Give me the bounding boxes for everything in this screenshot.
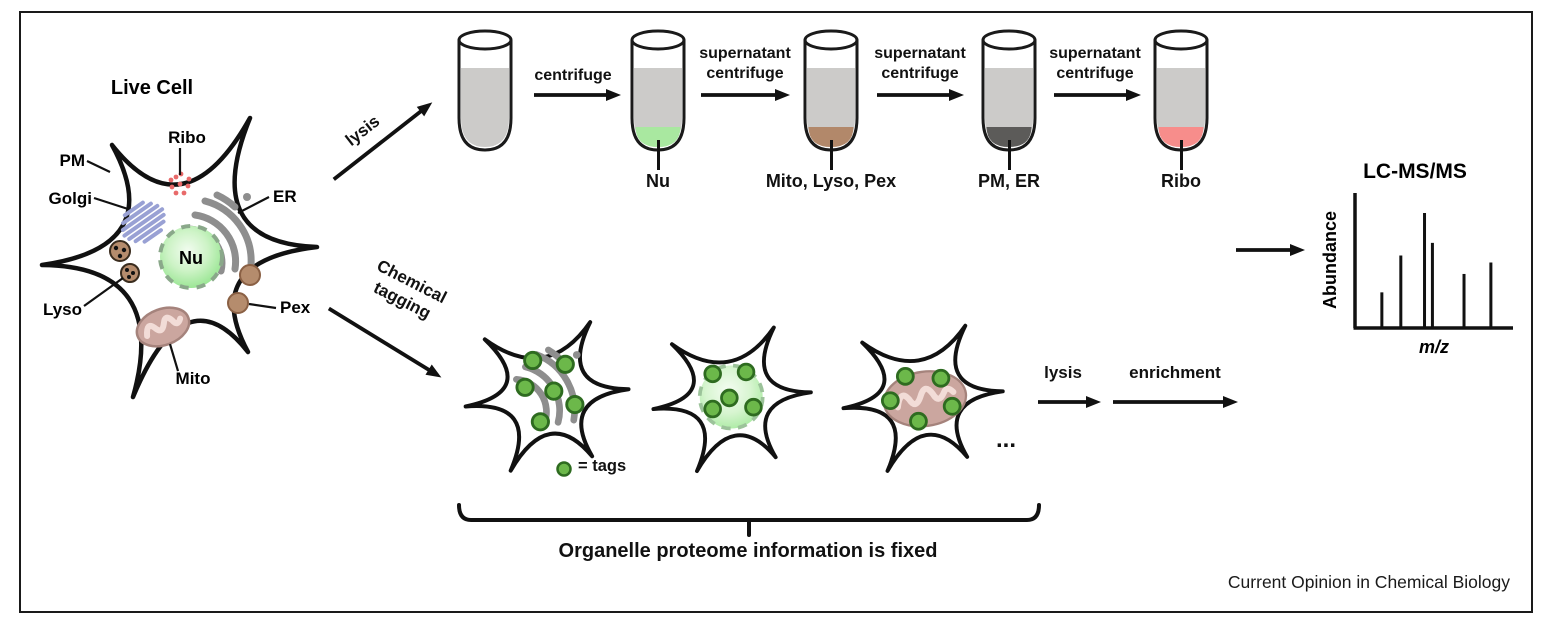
pellet-pointer-line — [830, 140, 833, 170]
tube-pellet — [1158, 127, 1204, 147]
centrifuge-arrow — [533, 88, 621, 102]
supernatant-centrifuge-label: supernatant centrifuge — [699, 45, 791, 82]
mito-organelle — [135, 306, 191, 348]
supernatant-centrifuge-label: supernatant centrifuge — [874, 45, 966, 82]
brace-caption: Organelle proteome information is fixed — [558, 540, 938, 562]
spectrum-peaks — [1380, 213, 1493, 327]
enrichment-arrow — [1112, 395, 1238, 409]
ribo-organelle — [168, 171, 192, 196]
tagged-cell-nu — [651, 325, 813, 474]
pex-organelles — [227, 264, 261, 314]
pellet-pointer-line — [1008, 140, 1011, 170]
lysis-arrow-bottom — [1037, 395, 1101, 409]
tag-legend-icon — [556, 461, 572, 477]
tube-pellet — [808, 127, 854, 147]
tube-label-mito-lyso-pex: Mito, Lyso, Pex — [765, 171, 897, 191]
to-ms-arrow — [1235, 243, 1305, 257]
supernatant-centrifuge-arrow — [876, 88, 964, 102]
journal-attribution: Current Opinion in Chemical Biology — [1227, 572, 1510, 592]
enrichment-step-label: enrichment — [1129, 363, 1221, 382]
ms-spectrum-chart: LC-MS/MS Abundance m/z — [1320, 160, 1513, 357]
label-lyso: Lyso — [43, 300, 82, 319]
label-mito: Mito — [176, 369, 211, 388]
chemical-tagging-arrow — [324, 302, 445, 383]
grouping-brace — [457, 503, 1041, 537]
supernatant-centrifuge-arrow — [700, 88, 790, 102]
figure-border — [19, 11, 1533, 613]
tags — [880, 366, 962, 431]
more-cells-ellipsis: ... — [996, 426, 1017, 453]
lyso-organelles — [109, 240, 140, 283]
tags — [703, 362, 763, 419]
supernatant-centrifuge-label: supernatant centrifuge — [1049, 45, 1141, 82]
tube-label-pm-er: PM, ER — [977, 171, 1040, 191]
tube-label-nu: Nu — [646, 171, 670, 191]
label-pm: PM — [60, 151, 86, 170]
label-golgi: Golgi — [49, 189, 92, 208]
tags — [515, 350, 585, 432]
test-tube-nu — [630, 29, 686, 152]
pellet-pointer-line — [657, 140, 660, 170]
lysis-arrow — [329, 97, 437, 186]
tube-pellet — [635, 127, 681, 147]
pellet-pointer-line — [1180, 140, 1183, 170]
test-tube-mito-lyso-pex — [803, 29, 859, 152]
label-ribo: Ribo — [168, 128, 206, 147]
tube-pellet — [986, 127, 1032, 147]
y-axis-label: Abundance — [1320, 211, 1340, 309]
golgi-organelle — [120, 200, 166, 244]
live-cell-diagram: Live Cell Nu — [39, 77, 320, 400]
live-cell-title: Live Cell — [111, 77, 193, 99]
chart-title: LC-MS/MS — [1363, 160, 1467, 183]
tagged-cell-er — [463, 320, 631, 473]
label-er: ER — [273, 187, 297, 206]
x-axis-label: m/z — [1419, 337, 1449, 357]
tube-label-ribo: Ribo — [1161, 171, 1201, 191]
organelle-pointer-lines — [83, 148, 277, 372]
label-nu: Nu — [179, 248, 203, 268]
centrifuge-step-label: centrifuge — [534, 67, 612, 84]
test-tube-pm-er — [981, 29, 1037, 152]
tagged-cell-mito — [841, 323, 1005, 473]
test-tube-lysate — [457, 29, 513, 152]
tag-legend-text: = tags — [578, 457, 627, 475]
lysis-step-label-bottom: lysis — [1044, 363, 1082, 382]
test-tube-ribo — [1153, 29, 1209, 152]
label-pex: Pex — [280, 298, 311, 317]
supernatant-centrifuge-arrow — [1053, 88, 1141, 102]
nucleus-organelle — [158, 224, 224, 290]
